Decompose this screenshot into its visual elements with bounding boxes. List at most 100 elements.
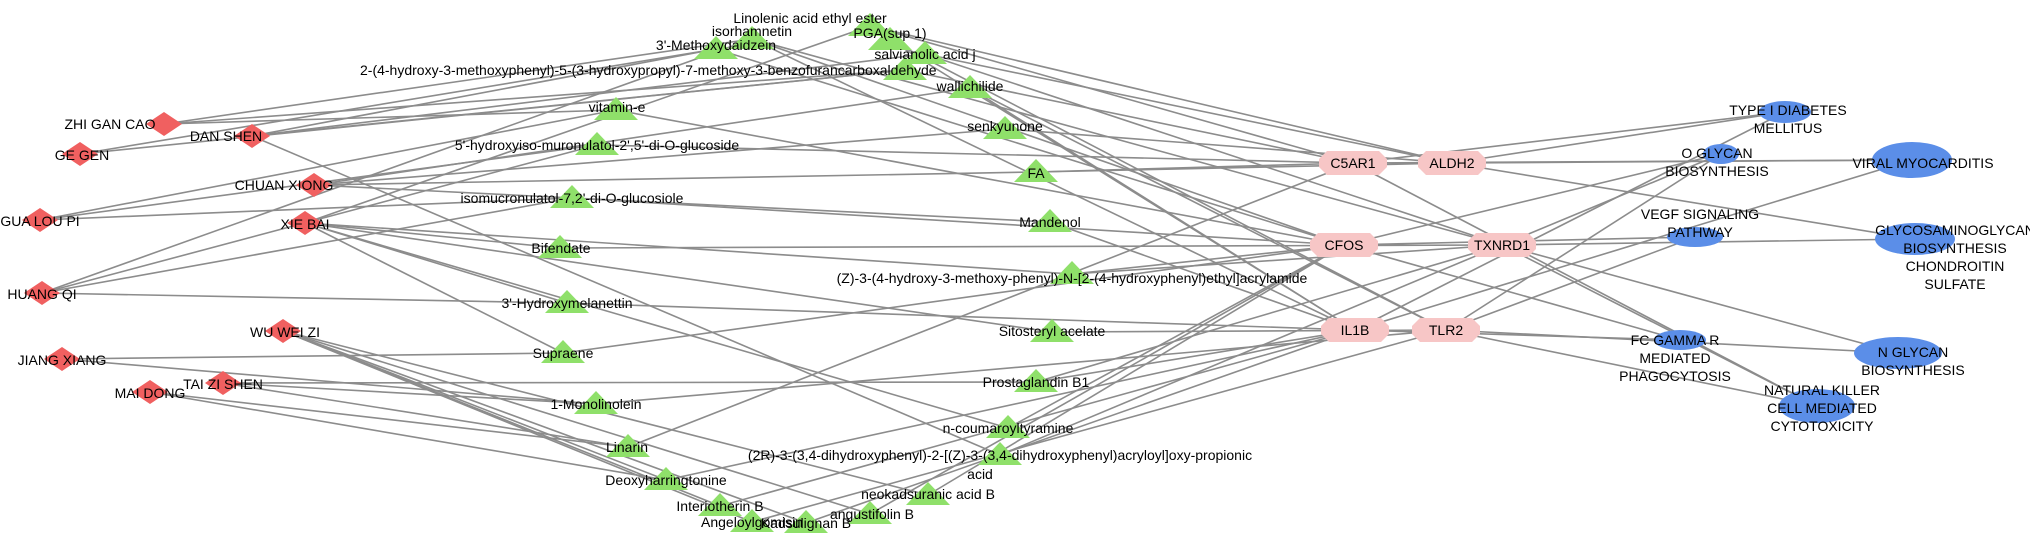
herb-label: CHUAN XIONG [235, 177, 334, 193]
edge-c-isorhamnetin-t-il1b [751, 38, 1356, 331]
target-label: C5AR1 [1330, 155, 1375, 171]
pathway-node-nglycan[interactable] [1854, 337, 1942, 369]
herb-node-chuanxiong[interactable] [296, 173, 332, 197]
pathway-node-nk[interactable] [1779, 389, 1855, 423]
compound-node-angeloylgomisin[interactable] [730, 509, 774, 532]
edge-c-propionic-t-txnrd1 [999, 244, 1503, 456]
herb-node-gegen[interactable] [62, 142, 98, 166]
compound-node-isorhamnetin[interactable] [730, 26, 774, 49]
pathway-label: NATURAL KILLER [1764, 382, 1880, 398]
compound-node-coumaroyltyramine[interactable] [986, 415, 1030, 438]
compound-node-sitosteryl[interactable] [1030, 319, 1074, 342]
pathway-label: O GLYCAN [1681, 145, 1752, 161]
edge-h-gualoupi-c-isomucronulatol [39, 197, 573, 221]
pathway-node-oglycan[interactable] [1703, 144, 1739, 164]
edge-h-chuanxiong-c-senkyunone [313, 128, 1006, 186]
herb-node-gualoupi[interactable] [22, 208, 58, 232]
edge-t-aldh2-p-t1d [1451, 111, 1786, 164]
herb-node-taizishen[interactable] [205, 371, 241, 395]
compound-node-fa[interactable] [1014, 159, 1058, 182]
target-label: IL1B [1341, 322, 1370, 338]
edge-c-acrylamide-t-cfos [1071, 244, 1345, 275]
target-node-c5ar1[interactable] [1319, 151, 1387, 175]
compound-node-pga[interactable] [868, 27, 912, 50]
compound-node-wallichilide[interactable] [948, 75, 992, 98]
compound-label: senkyunone [967, 118, 1043, 134]
herb-node-zhigancao[interactable] [146, 112, 182, 136]
edge-c-salvianolic-t-aldh2 [924, 53, 1453, 164]
compound-node-linarin[interactable] [606, 434, 650, 457]
pathway-label: BIOSYNTHESIS [1665, 163, 1768, 179]
edge-c-mandenol-t-il1b [1049, 221, 1356, 331]
compound-label: Prostaglandin B1 [983, 374, 1090, 390]
compound-node-bifendate[interactable] [538, 235, 582, 258]
compound-label: Sitosteryl acelate [999, 323, 1106, 339]
compound-node-methoxydaidzein[interactable] [694, 36, 738, 59]
edge-t-aldh2-p-gag [1451, 162, 1916, 240]
edge-h-huangqi-c-isomucronulatol [41, 197, 573, 294]
compound-node-hydroxymelanettin[interactable] [545, 290, 589, 313]
compound-node-deoxyharringtonine[interactable] [644, 467, 688, 490]
pathway-node-gag[interactable] [1875, 223, 1955, 255]
edge-c-linarin-t-c5ar1 [627, 162, 1354, 448]
herb-node-danshen[interactable] [234, 124, 270, 148]
edge-h-wuweizi-c-kadsulignan [282, 330, 807, 524]
compound-label: angustifolin B [830, 506, 914, 522]
compound-node-neokadsuranic[interactable] [906, 482, 950, 505]
edge-c-supraene-t-cfos [562, 244, 1345, 354]
compound-label: isomucronulatol-7,2'-di-O-glucosiole [461, 190, 684, 206]
compound-node-isomucronulatol[interactable] [550, 185, 594, 208]
herb-node-jiangxiang[interactable] [44, 347, 80, 371]
edge-t-il1b-p-viral [1354, 159, 1913, 331]
edge-t-cfos-p-fcgamma [1343, 244, 1681, 341]
pathway-node-vegf[interactable] [1667, 227, 1723, 247]
target-node-txnrd1[interactable] [1468, 233, 1536, 257]
compound-node-vitamine[interactable] [594, 97, 638, 120]
edge-h-zhigancao-c-vitamine [163, 109, 617, 125]
compound-node-mandenol[interactable] [1028, 209, 1072, 232]
compound-node-interiotherin[interactable] [698, 493, 742, 516]
edge-c-wallichilide-t-tlr2 [969, 87, 1447, 331]
compound-label: PGA(sup 1) [853, 25, 926, 41]
compound-node-angustifolin[interactable] [848, 501, 892, 524]
compound-node-hydroxyiso[interactable] [575, 132, 619, 155]
edge-t-il1b-p-fcgamma [1354, 329, 1681, 341]
herb-label: GUA LOU PI [0, 213, 79, 229]
target-node-il1b[interactable] [1321, 318, 1389, 342]
compound-node-acrylamide[interactable] [1050, 261, 1094, 284]
pathway-label: CELL MEDIATED [1767, 400, 1877, 416]
pathway-label: N GLYCAN [1878, 344, 1949, 360]
pathway-label: FC GAMMA R [1631, 332, 1720, 348]
pathway-node-viral[interactable] [1872, 142, 1952, 178]
edge-c-kadsulignan-t-il1b [805, 329, 1356, 524]
herb-node-huangqi[interactable] [24, 281, 60, 305]
edge-h-chuanxiong-c-mandenol [313, 184, 1051, 223]
compound-node-senkyunone[interactable] [983, 116, 1027, 139]
edge-c-isorhamnetin-t-txnrd1 [751, 38, 1503, 246]
compound-node-benzofuran[interactable] [883, 57, 927, 80]
pathway-node-fcgamma[interactable] [1654, 330, 1706, 350]
target-node-tlr2[interactable] [1412, 318, 1480, 342]
edge-t-tlr2-p-vegf [1445, 236, 1696, 331]
herb-node-maidong[interactable] [132, 380, 168, 404]
compound-node-propionic[interactable] [978, 442, 1022, 465]
compound-node-salvianolic[interactable] [903, 41, 947, 64]
compound-node-monolinolein[interactable] [574, 391, 618, 414]
compound-label: 2-(4-hydroxy-3-methoxyphenyl)-5-(3-hydro… [360, 62, 937, 78]
herb-node-wuweizi[interactable] [265, 319, 301, 343]
pathway-node-t1d[interactable] [1759, 101, 1811, 123]
compound-node-supraene[interactable] [541, 340, 585, 363]
compound-node-kadsulignan[interactable] [784, 510, 828, 533]
target-node-cfos[interactable] [1310, 233, 1378, 257]
target-node-aldh2[interactable] [1418, 151, 1486, 175]
edge-c-hydroxyiso-t-c5ar1 [596, 144, 1354, 164]
compound-node-linolenic[interactable] [848, 13, 892, 36]
compound-label: wallichilide [936, 78, 1004, 94]
herb-node-xiebai[interactable] [287, 211, 323, 235]
pathway-label: MELLITUS [1754, 120, 1822, 136]
pathway-label: VEGF SIGNALING [1641, 206, 1759, 222]
edge-h-xiebai-c-coumaroyltyramine [304, 222, 1009, 429]
edge-h-gualoupi-c-vitamine [39, 109, 617, 221]
compound-node-prostaglandin[interactable] [1014, 369, 1058, 392]
edge-c-prostaglandin-t-il1b [1035, 329, 1356, 383]
